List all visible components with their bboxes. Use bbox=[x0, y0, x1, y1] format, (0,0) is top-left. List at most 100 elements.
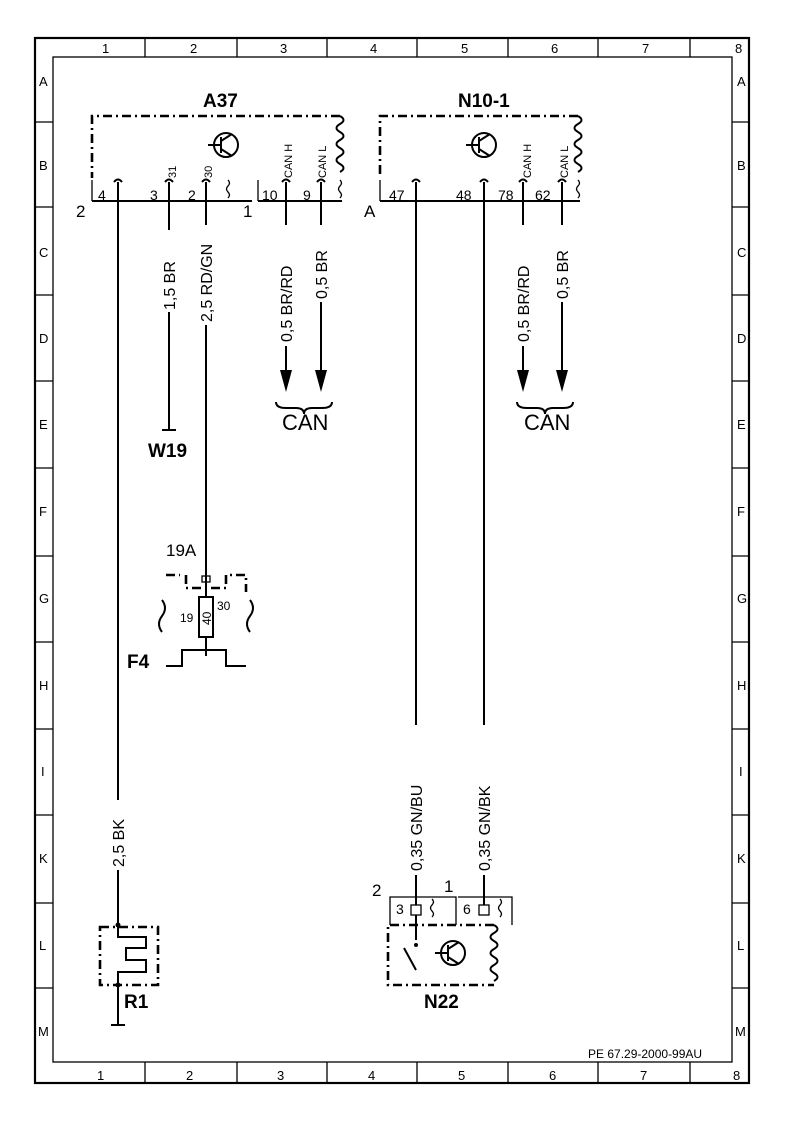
col-label: 3 bbox=[277, 1068, 284, 1083]
row-label: F bbox=[39, 504, 47, 519]
row-label: G bbox=[39, 591, 49, 606]
f4-terminal-30: 30 bbox=[217, 599, 231, 613]
row-label: H bbox=[737, 678, 746, 693]
drawing-reference: PE 67.29-2000-99AU bbox=[588, 1047, 702, 1061]
a37-connector-2: 2 bbox=[76, 202, 85, 221]
component-a37: A37 31 30 CAN H CAN L bbox=[76, 91, 345, 221]
a37-pin-4: 4 bbox=[98, 187, 106, 203]
f4-name: F4 bbox=[127, 652, 150, 673]
component-n10-1: N10-1 CAN H CAN L 47 48 78 62 A bbox=[364, 91, 583, 221]
n10-name: N10-1 bbox=[458, 91, 510, 112]
a37-pin-label-31: 31 bbox=[167, 166, 179, 178]
n10-connector-a: A bbox=[364, 202, 376, 221]
col-label: 7 bbox=[640, 1068, 647, 1083]
row-label: I bbox=[739, 764, 743, 779]
col-label: 3 bbox=[280, 41, 287, 56]
w19-label: W19 bbox=[148, 441, 187, 462]
transistor-icon bbox=[466, 132, 497, 158]
wire-label: 1,5 BR bbox=[162, 261, 179, 310]
col-label: 6 bbox=[549, 1068, 556, 1083]
row-label: E bbox=[39, 417, 48, 432]
n22-pin-3: 3 bbox=[396, 901, 404, 917]
wire-label: 0,5 BR/RD bbox=[516, 266, 533, 342]
row-label: M bbox=[735, 1024, 746, 1039]
row-label: A bbox=[39, 74, 48, 89]
component-r1: R1 bbox=[98, 922, 160, 1026]
row-label: I bbox=[41, 764, 45, 779]
n10-pin-47: 47 bbox=[389, 187, 405, 203]
row-label: L bbox=[737, 938, 744, 953]
wire-label: 0,35 GN/BU bbox=[409, 785, 426, 871]
col-label: 8 bbox=[733, 1068, 740, 1083]
col-label: 7 bbox=[642, 41, 649, 56]
wire-label: 0,35 GN/BK bbox=[477, 785, 494, 871]
row-label: C bbox=[39, 245, 48, 260]
row-label: F bbox=[737, 504, 745, 519]
row-label: B bbox=[737, 158, 746, 173]
col-label: 4 bbox=[370, 41, 377, 56]
n10-pin-label-can-h: CAN H bbox=[522, 144, 534, 178]
wire-label: 0,5 BR bbox=[314, 250, 331, 299]
col-label: 5 bbox=[458, 1068, 465, 1083]
a37-pin-2: 2 bbox=[188, 187, 196, 203]
grid-labels: 1 2 3 4 5 6 7 8 1 2 3 4 5 6 7 8 A B C D … bbox=[38, 41, 747, 1083]
transistor-icon bbox=[435, 940, 466, 966]
switch-icon bbox=[403, 915, 418, 971]
can-label: CAN bbox=[282, 410, 328, 435]
row-label: H bbox=[39, 678, 48, 693]
component-n22: 2 1 3 6 N22 bbox=[372, 877, 513, 1013]
row-label: G bbox=[737, 591, 747, 606]
row-label: B bbox=[39, 158, 48, 173]
a37-pin-label-can-l: CAN L bbox=[317, 146, 329, 178]
col-label: 8 bbox=[735, 41, 742, 56]
a37-name: A37 bbox=[203, 91, 238, 112]
component-f4: 19A 19 40 30 F4 bbox=[127, 541, 254, 673]
wires bbox=[117, 187, 568, 925]
row-label: M bbox=[38, 1024, 49, 1039]
col-label: 4 bbox=[368, 1068, 375, 1083]
row-label: D bbox=[737, 331, 746, 346]
n22-connector-2: 2 bbox=[372, 881, 381, 900]
f4-fuse-ref: 19A bbox=[166, 541, 197, 560]
row-label: K bbox=[39, 851, 48, 866]
can-bus-right: CAN bbox=[516, 401, 574, 435]
a37-pin-label-can-h: CAN H bbox=[283, 144, 295, 178]
a37-pin-label-30: 30 bbox=[203, 166, 215, 178]
col-label: 2 bbox=[190, 41, 197, 56]
f4-terminal-40: 40 bbox=[200, 611, 214, 625]
wire-label: 0,5 BR/RD bbox=[279, 266, 296, 342]
can-bus-left: CAN bbox=[275, 401, 333, 435]
a37-connector-1: 1 bbox=[243, 202, 252, 221]
row-label: E bbox=[737, 417, 746, 432]
n10-pin-48: 48 bbox=[456, 187, 472, 203]
row-label: D bbox=[39, 331, 48, 346]
col-label: 5 bbox=[461, 41, 468, 56]
n10-pin-62: 62 bbox=[535, 187, 551, 203]
row-label: L bbox=[39, 938, 46, 953]
drawing-frame bbox=[33, 36, 751, 1085]
a37-pin-10: 10 bbox=[262, 187, 278, 203]
f4-terminal-19: 19 bbox=[180, 611, 194, 625]
col-label: 6 bbox=[551, 41, 558, 56]
a37-pin-3: 3 bbox=[150, 187, 158, 203]
row-label: A bbox=[737, 74, 746, 89]
row-label: K bbox=[737, 851, 746, 866]
col-label: 1 bbox=[102, 41, 109, 56]
n10-pin-label-can-l: CAN L bbox=[559, 146, 571, 178]
wire-label: 0,5 BR bbox=[555, 250, 572, 299]
col-label: 1 bbox=[97, 1068, 104, 1083]
wire-label: 2,5 RD/GN bbox=[199, 244, 216, 322]
wire-labels: 1,5 BR 2,5 RD/GN 0,5 BR/RD 0,5 BR 0,5 BR… bbox=[111, 244, 572, 871]
r1-name: R1 bbox=[124, 992, 149, 1013]
n22-name: N22 bbox=[424, 992, 459, 1013]
a37-pin-9: 9 bbox=[303, 187, 311, 203]
n10-pin-78: 78 bbox=[498, 187, 514, 203]
can-label: CAN bbox=[524, 410, 570, 435]
transistor-icon bbox=[208, 132, 239, 158]
row-label: C bbox=[737, 245, 746, 260]
wire-label: 2,5 BK bbox=[111, 819, 128, 867]
n22-connector-1: 1 bbox=[444, 877, 453, 896]
n22-pin-6: 6 bbox=[463, 901, 471, 917]
col-label: 2 bbox=[186, 1068, 193, 1083]
